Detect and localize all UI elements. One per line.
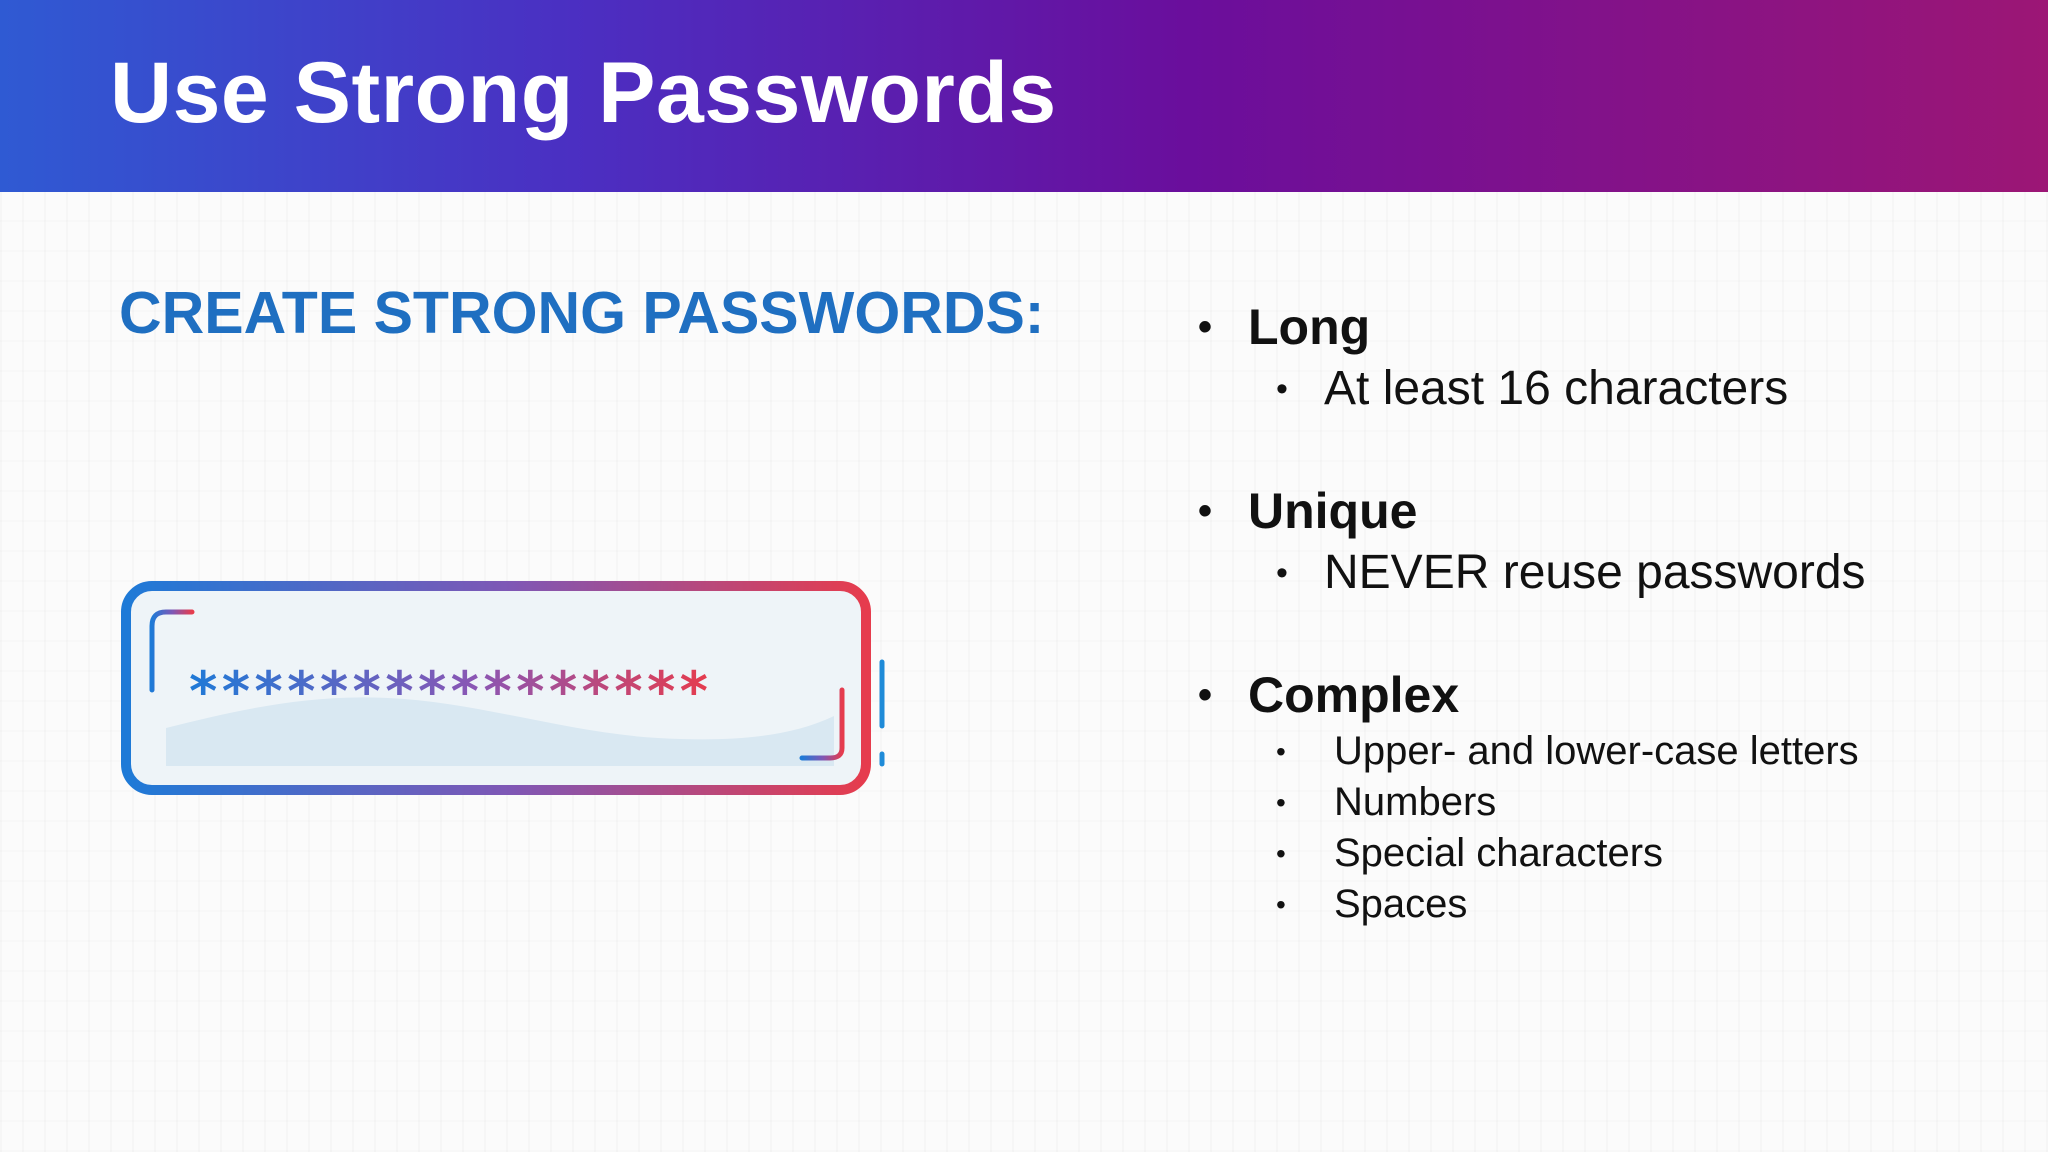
requirement-detail: Upper- and lower-case letters (1334, 729, 1859, 773)
masked-password: **************** (187, 660, 710, 723)
bullet-dot: • (1198, 305, 1213, 349)
wave-shape (166, 697, 834, 766)
sub-bullet-dot: • (1276, 736, 1286, 767)
bottom-right-corner-accent (799, 687, 845, 761)
sub-bullet-dot: • (1276, 838, 1286, 869)
slide-title: Use Strong Passwords (110, 45, 1057, 141)
top-left-corner-accent (149, 609, 195, 693)
bullet-dot: • (1198, 673, 1213, 717)
requirement-label: Complex (1248, 667, 1460, 723)
sub-bullet-dot: • (1276, 370, 1288, 408)
sub-bullet-dot: • (1276, 554, 1288, 592)
sub-bullet-dot: • (1276, 787, 1286, 818)
bullet-dot: • (1198, 489, 1213, 533)
password-field-icon: **************** (121, 581, 885, 795)
requirement-detail: Numbers (1334, 780, 1497, 824)
sub-bullet-dot: • (1276, 889, 1286, 920)
slide-header: Use Strong Passwords (0, 0, 2048, 192)
requirement-detail: Spaces (1334, 882, 1468, 926)
requirement-detail: NEVER reuse passwords (1324, 546, 1866, 599)
requirement-label: Long (1248, 299, 1371, 355)
password-field-illustration: **************** (118, 578, 898, 802)
requirement-detail: Special characters (1334, 831, 1664, 875)
requirement-detail: At least 16 characters (1324, 362, 1789, 415)
section-heading: CREATE STRONG PASSWORDS: (119, 280, 1045, 346)
requirement-label: Unique (1248, 483, 1418, 539)
